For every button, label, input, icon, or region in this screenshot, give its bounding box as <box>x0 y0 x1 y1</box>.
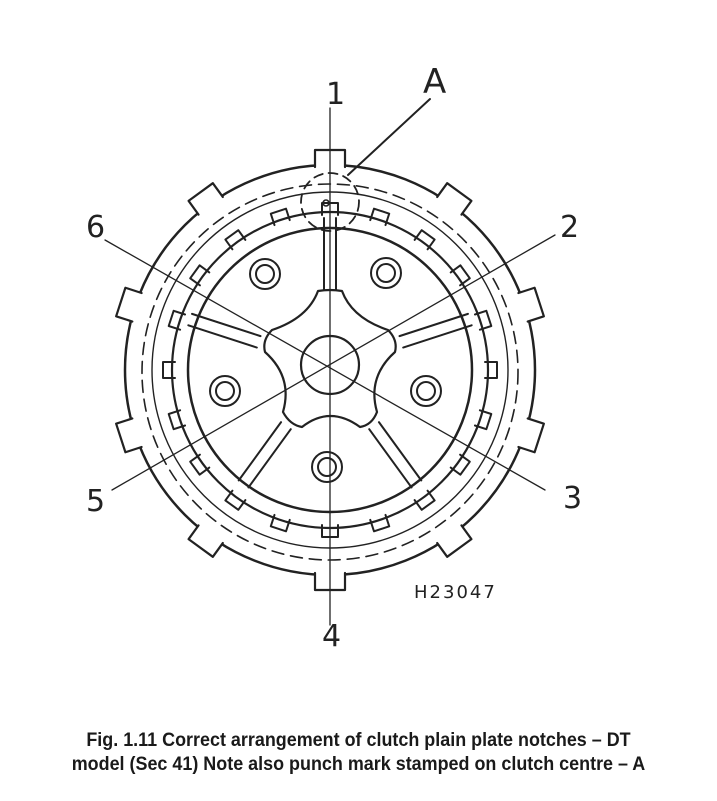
figure-caption: Fig. 1.11 Correct arrangement of clutch … <box>29 728 689 776</box>
label-position-1: 1 <box>326 77 346 112</box>
clutch-centre-teeth <box>162 202 498 538</box>
label-position-2: 2 <box>560 210 580 245</box>
outer-plate-notches <box>115 148 545 592</box>
leader-line-a <box>347 98 431 176</box>
label-position-6: 6 <box>86 210 106 245</box>
drawing-code: H23047 <box>414 582 497 603</box>
caption-line-2: model (Sec 41) Note also punch mark stam… <box>71 753 646 775</box>
label-position-5: 5 <box>86 484 106 519</box>
punch-mark <box>322 199 330 207</box>
bolt-holes <box>209 257 442 483</box>
caption-line-1: Fig. 1.11 Correct arrangement of clutch … <box>86 729 631 751</box>
label-punch-mark-a: A <box>423 62 447 102</box>
label-position-3: 3 <box>563 481 583 516</box>
alignment-lines <box>104 107 556 626</box>
label-position-4: 4 <box>322 619 342 654</box>
